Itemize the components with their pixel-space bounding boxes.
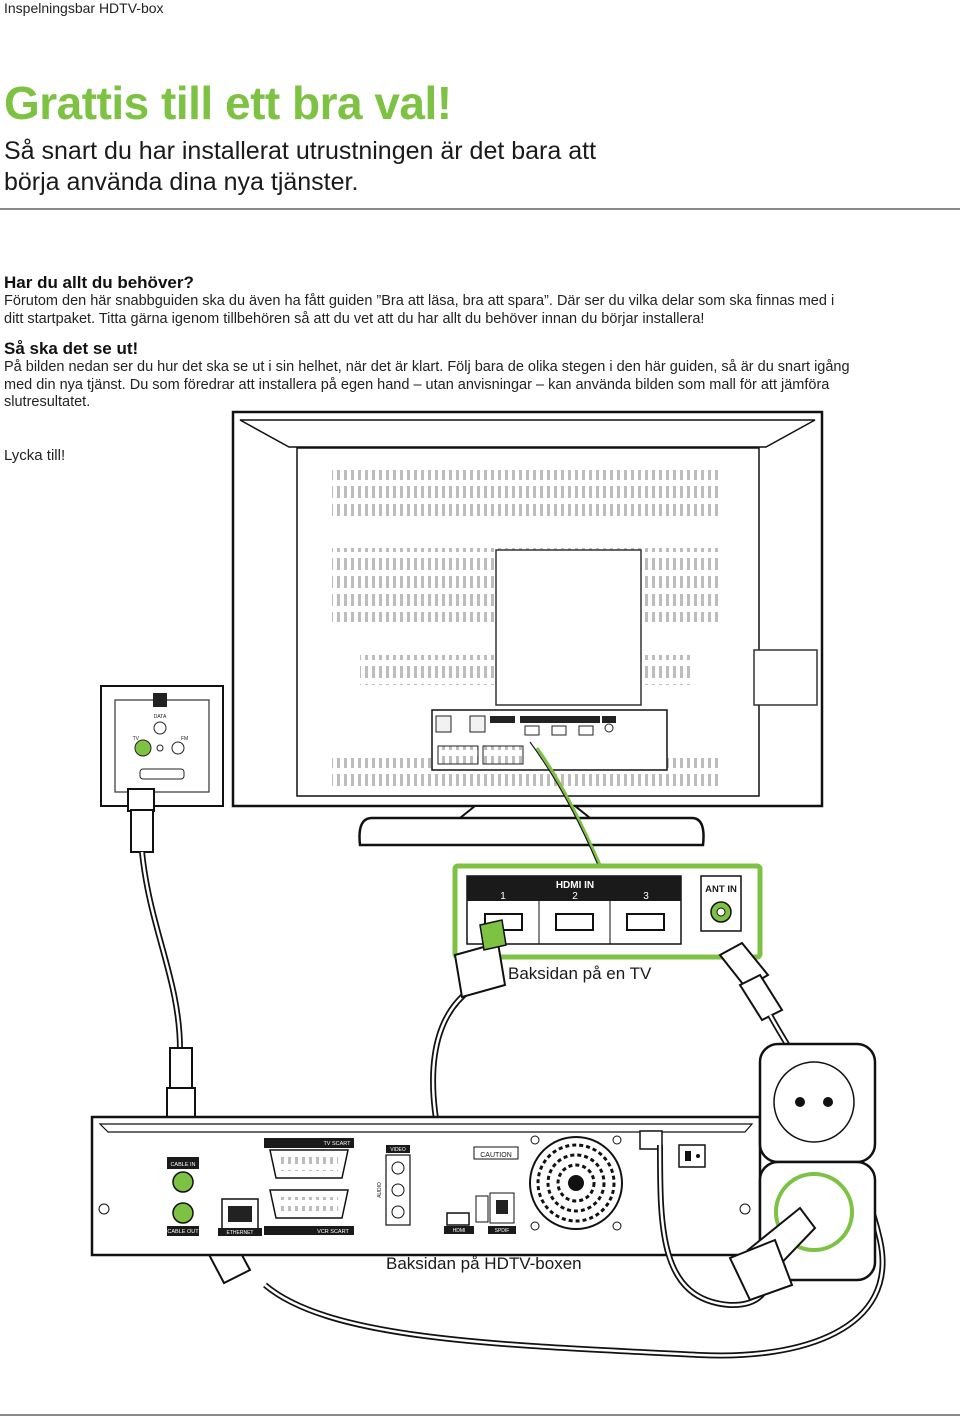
hero-subtitle: Så snart du har installerat utrustningen… bbox=[4, 137, 597, 196]
hdmi-label: HDMI bbox=[453, 1228, 466, 1234]
divider-top bbox=[0, 208, 960, 210]
cable-in-label: CABLE IN bbox=[170, 1162, 195, 1168]
box-caption: Baksidan på HDTV-boxen bbox=[386, 1254, 582, 1273]
section-heading: Så ska det se ut! bbox=[4, 339, 139, 358]
hdmi-in-label: HDMI IN bbox=[556, 880, 594, 891]
audio-label: AUDIO bbox=[377, 1182, 383, 1198]
spdif-label: SPDIF bbox=[495, 1228, 510, 1234]
divider-bottom bbox=[0, 1414, 960, 1416]
port-number: 2 bbox=[572, 891, 578, 902]
tv-back bbox=[231, 410, 824, 847]
section-overview: Så ska det se ut! På bilden nedan ser du… bbox=[4, 339, 854, 412]
section-body: På bilden nedan ser du hur det ska se ut… bbox=[4, 359, 850, 410]
port-number: 1 bbox=[500, 891, 506, 902]
connection-diagram: HDMI IN 1 2 3 ANT IN Baksidan på en TV D… bbox=[90, 410, 886, 1359]
ant-in-label: ANT IN bbox=[705, 884, 737, 895]
tv-caption: Baksidan på en TV bbox=[508, 964, 652, 983]
port-number: 3 bbox=[643, 891, 649, 902]
section-checklist: Har du allt du behöver? Förutom den här … bbox=[4, 273, 854, 328]
video-label: VIDEO bbox=[390, 1147, 406, 1153]
wall-antenna-outlet: DATA TV FM bbox=[100, 685, 224, 807]
vcr-scart-label: VCR SCART bbox=[317, 1229, 349, 1235]
antenna-cable bbox=[127, 788, 196, 1144]
tv-scart-label: TV SCART bbox=[323, 1141, 351, 1147]
ethernet-label: ETHERNET bbox=[227, 1230, 254, 1236]
hdtv-box-back: CABLE IN CABLE OUT ETHERNET TV SCART VCR… bbox=[90, 1115, 762, 1257]
outlet-fm-label: FM bbox=[181, 736, 188, 742]
section-heading: Har du allt du behöver? bbox=[4, 273, 194, 292]
header-label: Inspelningsbar HDTV-box bbox=[4, 0, 164, 16]
outlet-data-label: DATA bbox=[154, 714, 167, 720]
power-outlet bbox=[728, 1042, 877, 1302]
cable-out-label: CABLE OUT bbox=[167, 1229, 199, 1235]
closing-text: Lycka till! bbox=[4, 447, 66, 464]
hero-title: Grattis till ett bra val! bbox=[4, 77, 452, 129]
outlet-tv-label: TV bbox=[133, 736, 140, 742]
section-body: Förutom den här snabbguiden ska du även … bbox=[4, 293, 835, 327]
caution-label: CAUTION bbox=[480, 1152, 512, 1159]
